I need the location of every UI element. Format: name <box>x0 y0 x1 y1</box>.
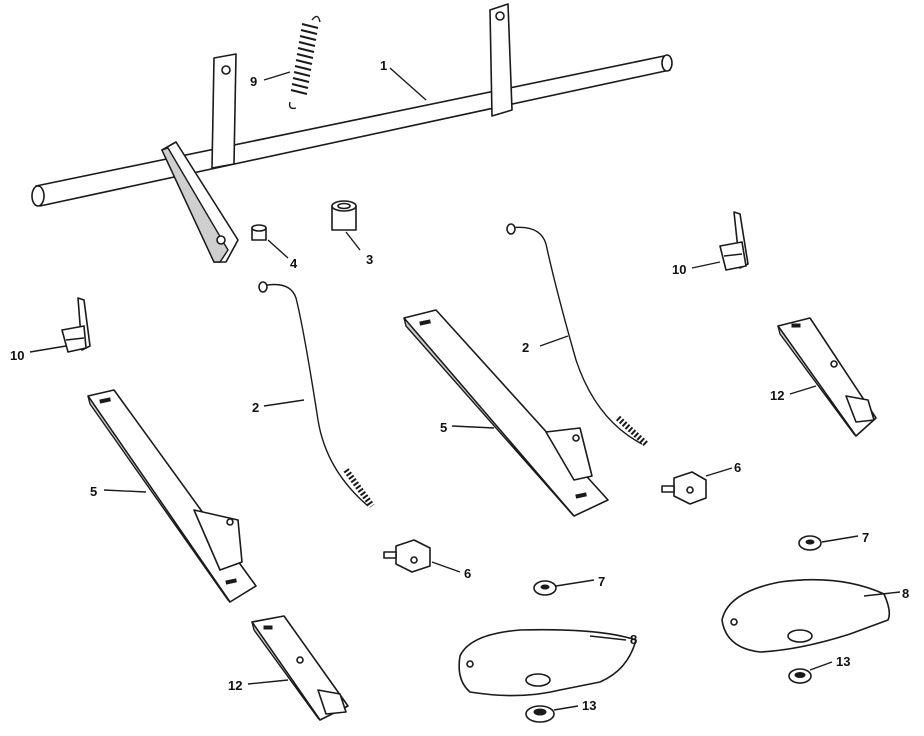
callout-13-nut-left: 13 <box>582 698 596 713</box>
callout-7-washer-right: 7 <box>862 530 869 545</box>
nut-right <box>788 668 812 684</box>
bracket-left <box>61 297 91 353</box>
shoe-left <box>458 628 637 697</box>
callout-8-shoe-right: 8 <box>902 586 909 601</box>
nut-left <box>525 705 555 723</box>
callout-10-bracket-left: 10 <box>10 348 24 363</box>
callout-1-shaft: 1 <box>380 58 387 73</box>
callout-6-block-left: 6 <box>464 566 471 581</box>
callout-13-nut-right: 13 <box>836 654 850 669</box>
callout-12-plate-bottom: 12 <box>228 678 242 693</box>
bar-center <box>403 309 609 517</box>
shaft-assembly <box>31 3 673 263</box>
callout-8-shoe-left: 8 <box>630 632 637 647</box>
callout-6-block-right: 6 <box>734 460 741 475</box>
callout-2-rod-right: 2 <box>522 340 529 355</box>
leader-lines <box>29 67 901 711</box>
spacer-small <box>251 224 267 241</box>
washer-left <box>533 580 557 596</box>
callout-7-washer-left: 7 <box>598 574 605 589</box>
spacer-large <box>331 200 357 231</box>
callout-10-bracket-right: 10 <box>672 262 686 277</box>
callout-3-spacer: 3 <box>366 252 373 267</box>
rod-right <box>506 223 649 447</box>
callout-9-spring: 9 <box>250 74 257 89</box>
callout-2-rod-left: 2 <box>252 400 259 415</box>
callout-5-bar-center: 5 <box>440 420 447 435</box>
callout-4-spacer: 4 <box>290 256 298 271</box>
plate-bottom <box>251 615 349 721</box>
callout-labels: 1 2 2 3 4 5 5 6 6 7 7 8 8 9 10 10 12 12 … <box>10 58 909 713</box>
block-left <box>383 539 431 573</box>
callout-5-bar-left: 5 <box>90 484 97 499</box>
rod-left <box>258 281 375 508</box>
bar-left <box>87 389 257 603</box>
shoe-right <box>721 578 891 653</box>
block-right <box>661 471 707 505</box>
spring <box>288 15 321 110</box>
callout-12-plate-right: 12 <box>770 388 784 403</box>
plate-right <box>777 317 877 437</box>
bracket-right <box>719 211 749 271</box>
washer-right <box>798 535 822 551</box>
